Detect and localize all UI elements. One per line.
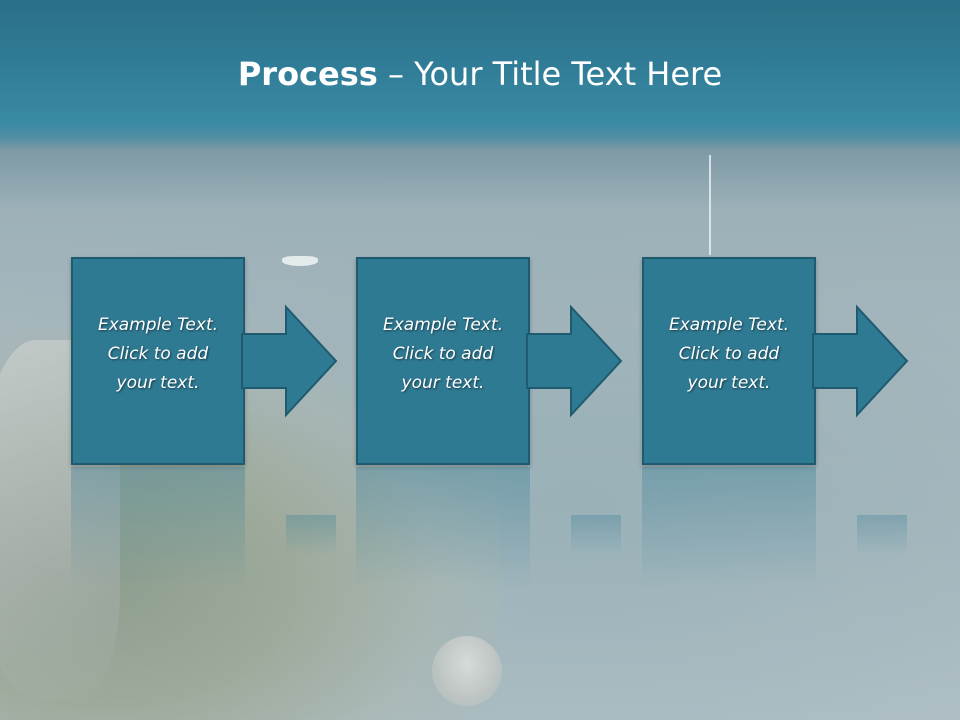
background-boat-mast: [709, 155, 711, 255]
arrow-right-icon: [812, 304, 909, 418]
arrow-right-icon: [526, 304, 623, 418]
background-rock-small: [432, 636, 502, 706]
process-step-text: Example Text. Click to add your text.: [382, 315, 504, 393]
step-reflection: [71, 467, 245, 587]
process-step-3[interactable]: Example Text. Click to add your text.: [642, 257, 816, 465]
process-step-2[interactable]: Example Text. Click to add your text.: [356, 257, 530, 465]
step-reflection: [642, 467, 816, 587]
slide-title-rest: – Your Title Text Here: [377, 55, 723, 93]
process-step-text: Example Text. Click to add your text.: [97, 315, 219, 393]
slide-title[interactable]: Process – Your Title Text Here: [0, 54, 960, 94]
process-step-text: Example Text. Click to add your text.: [668, 315, 790, 393]
arrow-reflection: [857, 515, 907, 555]
slide-title-bold: Process: [237, 55, 378, 93]
step-reflection: [356, 467, 530, 587]
arrow-reflection: [286, 515, 336, 555]
title-bar: [0, 0, 960, 150]
arrow-right-icon: [241, 304, 338, 418]
process-step-1[interactable]: Example Text. Click to add your text.: [71, 257, 245, 465]
background-boat: [282, 256, 318, 266]
arrow-reflection: [571, 515, 621, 555]
